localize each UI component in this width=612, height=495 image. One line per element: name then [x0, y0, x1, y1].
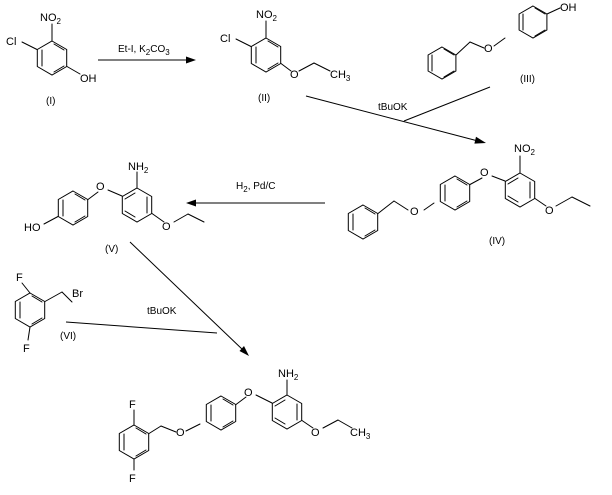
amine-label: NH2 [128, 161, 149, 175]
step-3-conditions: H2, Pd/C [236, 181, 275, 194]
fluoro-label: F [16, 272, 23, 284]
bromo-label: Br [72, 288, 83, 300]
chloro-label: Cl [220, 33, 230, 45]
methyl-label: CH3 [330, 69, 351, 83]
nitro-label: NO2 [256, 9, 278, 23]
step-4-conditions: tBuOK [147, 306, 177, 317]
compound-VI: F F Br (VI) [14, 272, 83, 355]
fluoro-label: F [129, 473, 136, 485]
diaryl-ether-oxygen-label: O [244, 387, 253, 399]
compound-II-label: (II) [258, 93, 270, 104]
compound-I-label: (I) [46, 96, 55, 107]
arrow-step-4: tBuOK [65, 241, 249, 356]
arrow-step-3: H2, Pd/C [186, 181, 325, 207]
fluoro-label: F [23, 343, 30, 355]
compound-III: O OH (III) [427, 2, 577, 85]
ethoxy-oxygen-label: O [311, 427, 320, 439]
benzyl-oxygen-label: O [410, 206, 419, 218]
ethoxy-oxygen-label: O [545, 205, 554, 217]
nitro-label: NO2 [514, 143, 536, 157]
hydroxyl-label: OH [560, 2, 577, 14]
step-1-conditions: Et-I, K2CO3 [118, 44, 170, 57]
chloro-label: Cl [6, 36, 16, 48]
amine-label: NH2 [278, 368, 299, 382]
compound-II: Cl NO2 O CH3 (II) [220, 9, 351, 104]
arrow-step-1: Et-I, K2CO3 [98, 44, 196, 64]
arrow-step-2: tBuOK [305, 86, 491, 144]
step-2-conditions: tBuOK [378, 102, 408, 113]
diaryl-ether-oxygen-label: O [96, 181, 105, 193]
compound-VII-product: F F O O NH2 O CH3 [118, 368, 371, 485]
compound-V-label: (V) [105, 244, 118, 255]
ether-oxygen-label: O [290, 69, 299, 81]
methyl-label: CH3 [350, 427, 371, 441]
diaryl-ether-oxygen-label: O [480, 167, 489, 179]
ether-oxygen-label: O [484, 43, 493, 55]
benzyl-oxygen-label: O [176, 427, 185, 439]
compound-IV-label: (IV) [489, 236, 505, 247]
fluoro-label: F [129, 399, 136, 411]
hydroxyl-label: OH [80, 73, 97, 85]
hydroxyl-label: HO [24, 222, 41, 234]
compound-I: Cl NO2 OH (I) [6, 12, 97, 107]
compound-V: HO O NH2 O (V) [24, 161, 205, 255]
ethoxy-oxygen-label: O [162, 221, 171, 233]
compound-IV: O O NO2 O (IV) [347, 143, 591, 247]
nitro-label: NO2 [40, 12, 62, 26]
compound-VI-label: (VI) [60, 331, 76, 342]
compound-III-label: (III) [520, 74, 535, 85]
